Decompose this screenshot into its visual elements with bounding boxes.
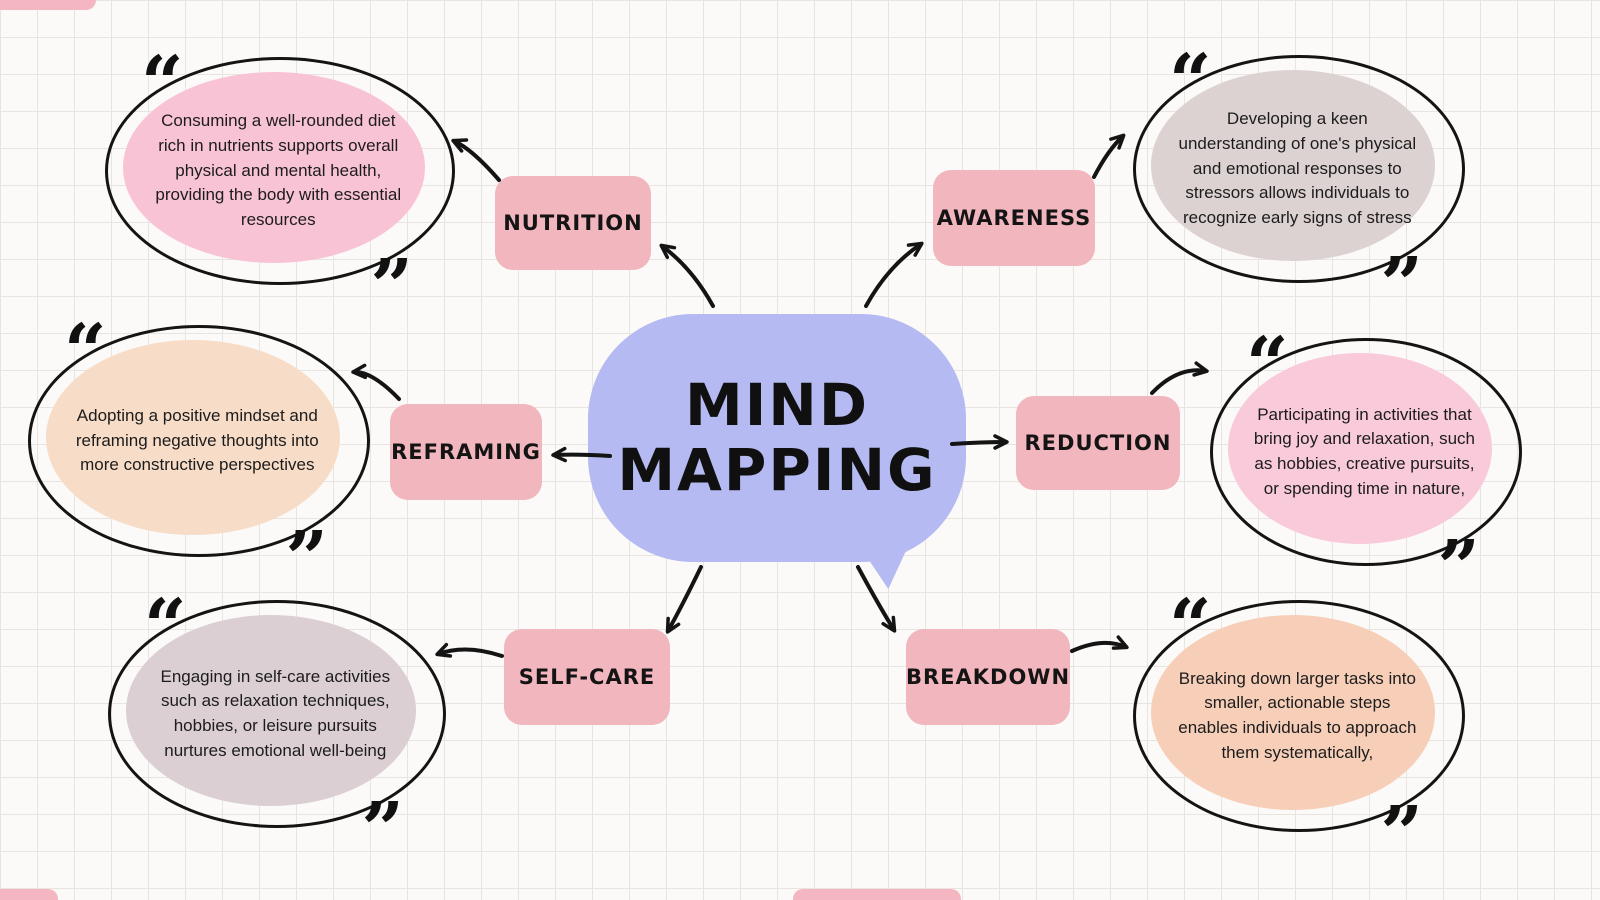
branch-label: SELF-CARE	[518, 665, 656, 689]
close-quote-icon: ”	[285, 516, 328, 603]
bubble-fill	[1228, 353, 1492, 544]
title-line-1: MIND	[685, 371, 869, 440]
open-quote-icon: “	[144, 584, 187, 670]
bubble-fill	[123, 72, 425, 263]
quote-text-awareness: Developing a keen understanding of one's…	[1178, 109, 1417, 227]
close-quote-icon: ”	[1437, 525, 1480, 612]
branch-label: AWARENESS	[936, 206, 1092, 230]
quote-bubble-reduction: Participating in activities that bring j…	[1210, 328, 1522, 605]
branch-label: NUTRITION	[503, 211, 643, 235]
arrow-awareness-to-quote	[1092, 133, 1126, 179]
open-quote-icon: “	[1169, 39, 1212, 125]
arrow-center-to-nutrition	[659, 243, 715, 308]
decor-strip-top-left	[0, 0, 96, 10]
arrow-reduction-to-quote	[1150, 361, 1209, 395]
bubble-outline	[1133, 55, 1465, 283]
branch-node-reframing: REFRAMING	[390, 404, 542, 500]
quote-text-breakdown: Breaking down larger tasks into smaller,…	[1178, 668, 1417, 762]
quote-text-reframing: Adopting a positive mindset and reframin…	[75, 406, 319, 475]
quote-bubble-awareness: Developing a keen understanding of one's…	[1133, 45, 1465, 322]
arrow-center-to-awareness	[864, 241, 924, 308]
quote-bubble-nutrition: Consuming a well-rounded diet rich in nu…	[105, 47, 455, 324]
branch-label: REDUCTION	[1024, 431, 1172, 455]
bubble-fill	[1151, 615, 1435, 810]
quote-bubble-reframing: Adopting a positive mindset and reframin…	[28, 315, 370, 596]
bubble-outline	[108, 600, 446, 828]
quote-bubble-self-care: Engaging in self-care activities such as…	[108, 590, 446, 867]
bubble-outline	[1133, 600, 1465, 832]
open-quote-icon: “	[1169, 584, 1212, 670]
open-quote-icon: “	[64, 309, 107, 395]
arrow-nutrition-to-quote	[451, 138, 501, 182]
branch-node-awareness: AWARENESS	[933, 170, 1095, 266]
arrow-center-to-selfcare	[665, 565, 703, 634]
quote-text-nutrition: Consuming a well-rounded diet rich in nu…	[155, 111, 402, 229]
title-line-2: MAPPING	[617, 436, 937, 504]
bubble-outline	[28, 325, 370, 557]
arrow-breakdown-to-quote	[1070, 635, 1129, 653]
branch-label: REFRAMING	[391, 440, 541, 464]
close-quote-icon: ”	[361, 787, 404, 874]
decor-strip-bottom-left	[0, 889, 58, 900]
bubble-fill	[126, 615, 416, 806]
decor-strip-bottom-center	[793, 889, 961, 900]
quote-text-reduction: Participating in activities that bring j…	[1253, 404, 1476, 498]
center-node: MIND MAPPING	[588, 314, 966, 562]
bubble-fill	[46, 340, 340, 535]
page-title: MIND MAPPING	[617, 373, 936, 503]
open-quote-icon: “	[1246, 322, 1289, 408]
close-quote-icon: ”	[370, 244, 413, 331]
branch-node-breakdown: BREAKDOWN	[906, 629, 1070, 725]
arrow-selfcare-to-quote	[435, 642, 504, 658]
quote-bubble-breakdown: Breaking down larger tasks into smaller,…	[1133, 590, 1465, 871]
branch-node-nutrition: NUTRITION	[495, 176, 651, 270]
close-quote-icon: ”	[1380, 242, 1423, 329]
close-quote-icon: ”	[1380, 791, 1423, 878]
branch-label: BREAKDOWN	[905, 665, 1071, 689]
open-quote-icon: “	[141, 41, 184, 127]
branch-node-self-care: SELF-CARE	[504, 629, 670, 725]
bubble-fill	[1151, 70, 1435, 261]
quote-text-self-care: Engaging in self-care activities such as…	[160, 666, 391, 760]
bubble-outline	[1210, 338, 1522, 566]
branch-node-reduction: REDUCTION	[1016, 396, 1180, 490]
